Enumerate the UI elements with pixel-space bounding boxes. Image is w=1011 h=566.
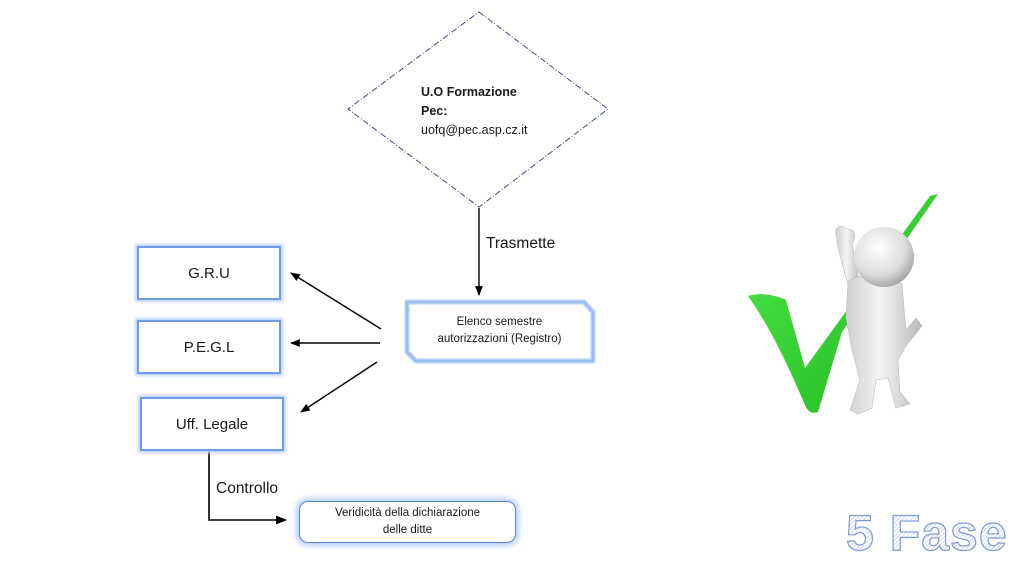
control-connector: [208, 451, 288, 525]
arrow-to-gru: [290, 272, 382, 330]
control-label: Controllo: [216, 480, 279, 497]
person-head: [854, 227, 914, 287]
source-diamond: [347, 11, 609, 208]
recipient-pegl: P.E.G.L: [137, 320, 281, 374]
register-line2: autorizzazioni (Registro): [437, 333, 562, 345]
recipient-uff-legale: Uff. Legale: [140, 397, 284, 451]
recipient-uff-legale-label: Uff. Legale: [175, 415, 249, 433]
verify-line1: Veridicità della dichiarazione: [334, 507, 481, 519]
source-node-email: uofq@pec.asp.cz.it: [421, 123, 528, 137]
verify-node: Veridicità della dichiarazione delle dit…: [299, 501, 516, 543]
source-node-pec-label: Pec:: [421, 104, 448, 118]
recipient-gru-label: G.R.U: [188, 264, 230, 282]
register-line1: Elenco semestre: [456, 316, 543, 328]
transmit-label: Trasmette: [486, 235, 556, 252]
recipient-pegl-label: P.E.G.L: [183, 338, 235, 356]
phase-title: 5 Fase: [846, 505, 1008, 561]
verify-line2: delle ditte: [382, 524, 433, 536]
checkmark-icon: [748, 194, 938, 413]
recipient-gru: G.R.U: [137, 246, 281, 300]
source-node-text: U.O Formazione Pec: uofq@pec.asp.cz.it: [421, 83, 528, 140]
source-node-title: U.O Formazione: [421, 85, 517, 99]
person-with-checkmark-icon: [748, 194, 938, 415]
arrow-to-uff-legale: [300, 361, 378, 413]
register-node: Elenco semestre autorizzazioni (Registro…: [405, 300, 594, 362]
